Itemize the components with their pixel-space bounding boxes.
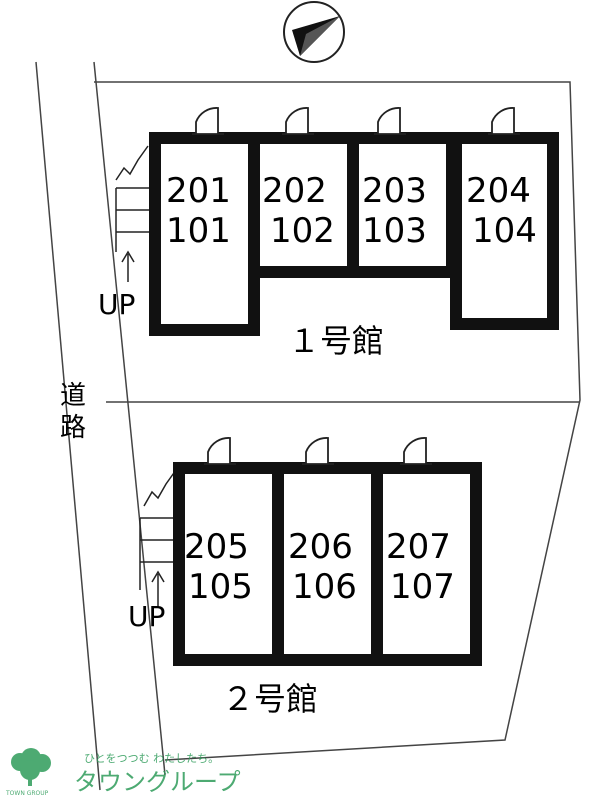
- watermark: TOWN GROUP ひとをつつむ わたしたち。 タウングループ: [5, 748, 241, 797]
- unit-label-106: 106: [292, 567, 357, 607]
- road-label-char-1: 道: [60, 381, 86, 411]
- road-label-char-2: 路: [60, 413, 86, 443]
- unit-label-203: 203: [362, 171, 427, 211]
- unit-label-105: 105: [188, 567, 253, 607]
- unit-label-104: 104: [472, 211, 537, 251]
- watermark-tagline: ひとをつつむ わたしたち。: [84, 752, 219, 765]
- watermark-brand: タウングループ: [74, 768, 241, 796]
- building-2-label: ２号館: [222, 680, 318, 718]
- door-swing-icon: [192, 107, 520, 135]
- watermark-small: TOWN GROUP: [5, 790, 49, 797]
- stairs-icon: [139, 469, 178, 608]
- stairs-up-label: UP: [128, 600, 165, 633]
- unit-label-102: 102: [270, 211, 335, 251]
- building-1-label: １号館: [288, 322, 384, 360]
- site-boundary: [35, 61, 581, 791]
- unit-207-107: [371, 462, 482, 666]
- road-label: 道 路: [60, 381, 86, 443]
- unit-204-104: [450, 132, 559, 330]
- unit-label-206: 206: [288, 527, 353, 567]
- unit-label-205: 205: [184, 527, 249, 567]
- unit-label-201: 201: [166, 171, 231, 211]
- unit-label-204: 204: [466, 171, 531, 211]
- stairs-icon: [115, 145, 152, 282]
- unit-label-207: 207: [386, 527, 451, 567]
- unit-label-103: 103: [362, 211, 427, 251]
- unit-label-107: 107: [390, 567, 455, 607]
- building-1: UP 201 101 202 102 203 103 204 104 １号館: [98, 107, 559, 360]
- stairs-up-label: UP: [98, 288, 135, 321]
- building-2: UP 205 105 206 106 207 107 ２号館: [128, 437, 482, 718]
- tree-logo-icon: [11, 748, 51, 786]
- north-arrow-icon: [283, 1, 345, 63]
- unit-label-202: 202: [262, 171, 327, 211]
- door-swing-icon: [204, 437, 432, 465]
- unit-label-101: 101: [166, 211, 231, 251]
